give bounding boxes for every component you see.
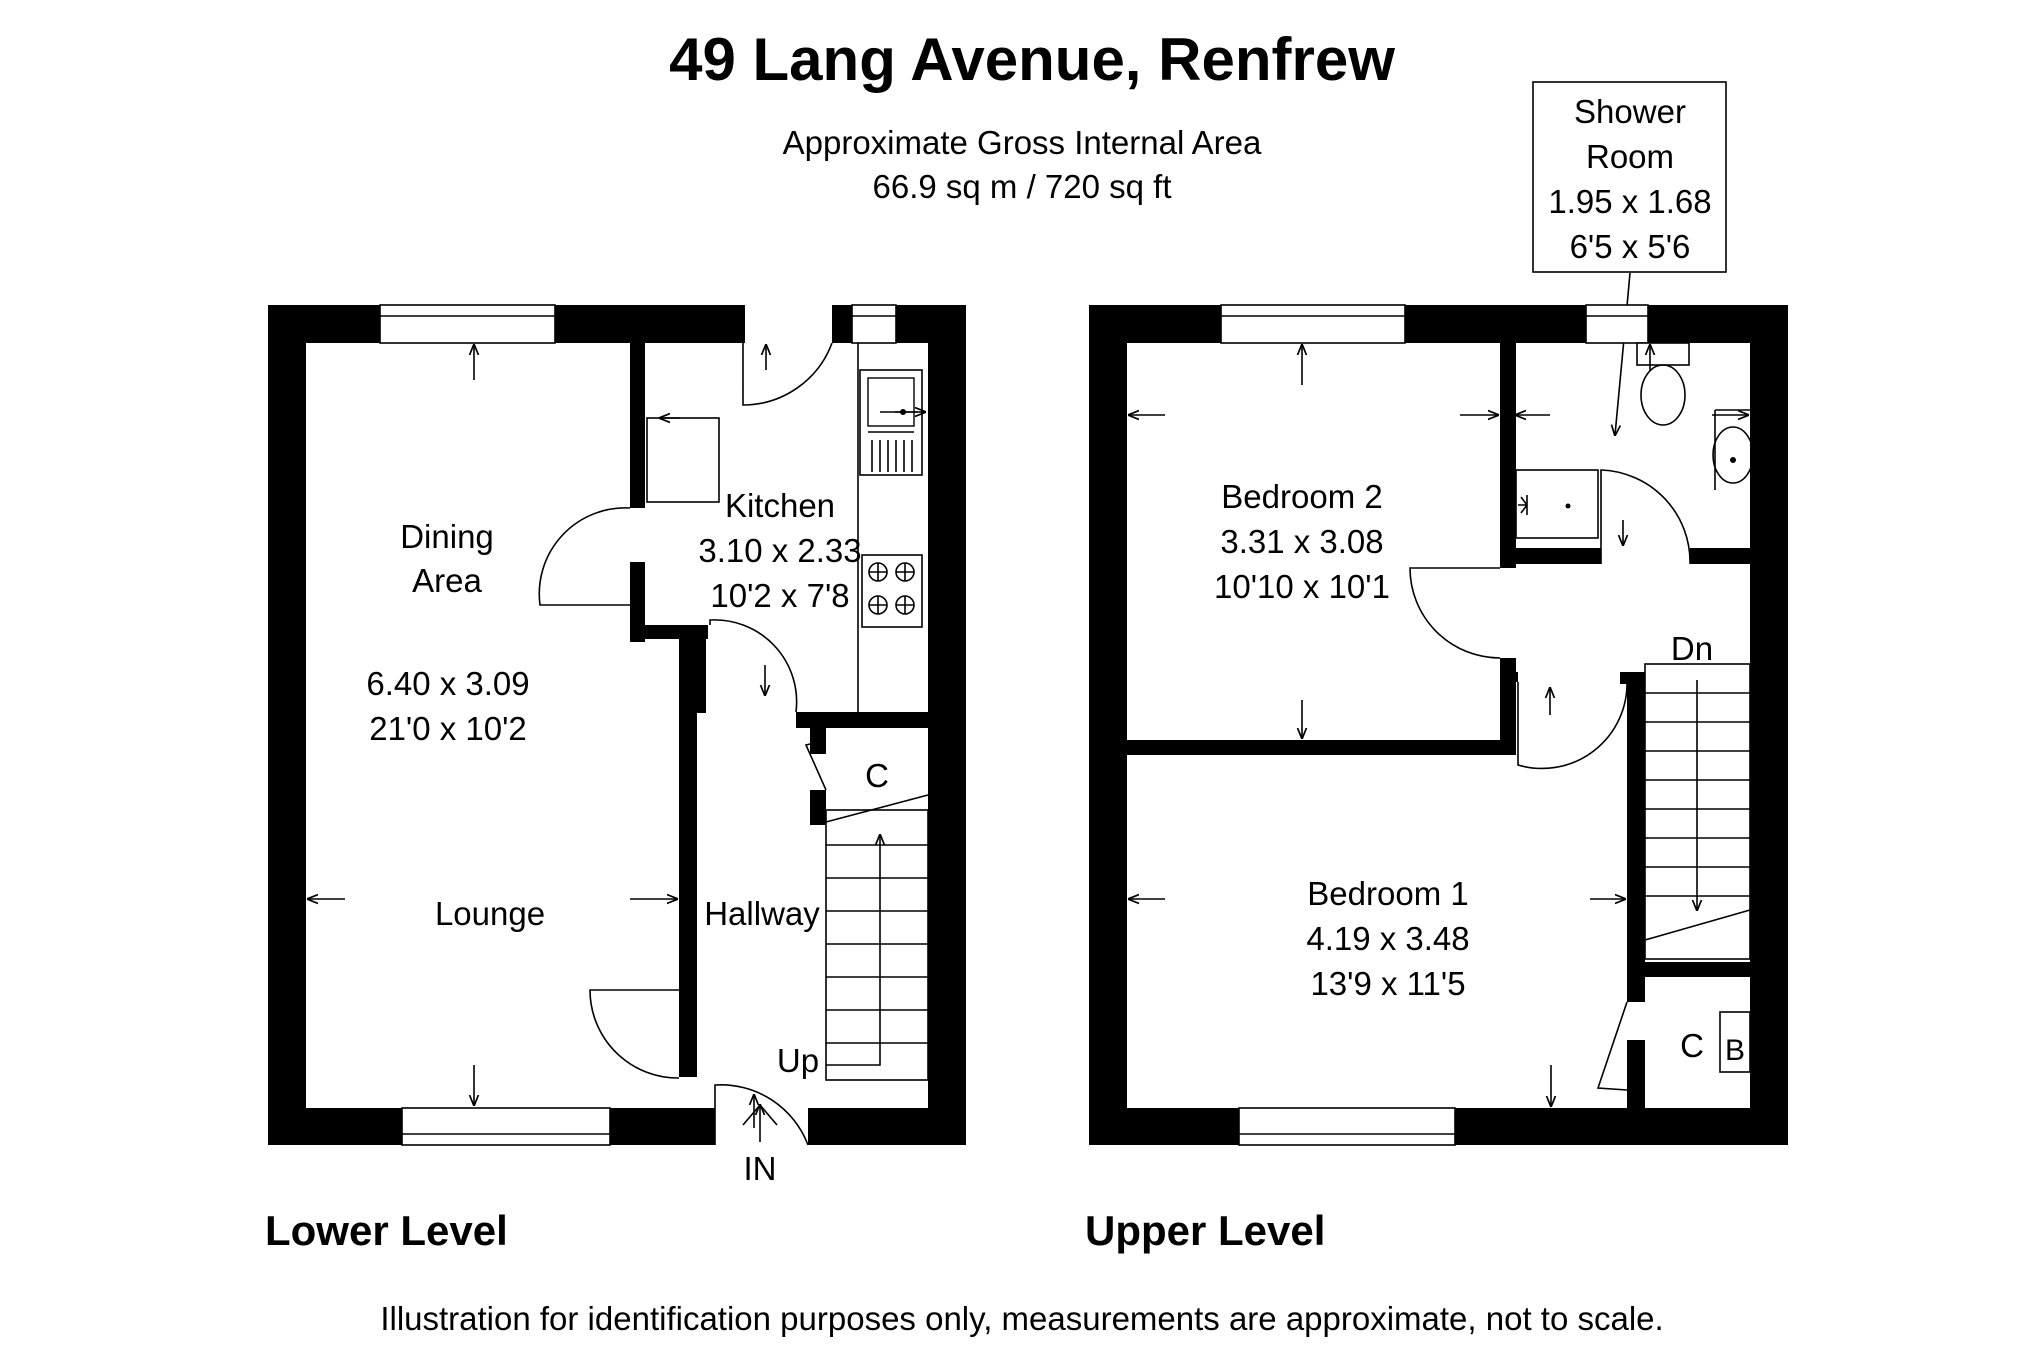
window [1220, 304, 1406, 344]
dining-area-name-line1: Dining [400, 518, 494, 555]
area-value: 66.9 sq m / 720 sq ft [873, 168, 1172, 205]
boiler-label: B [1725, 1034, 1745, 1067]
shower-room-name-line2: Room [1586, 138, 1674, 175]
lower-level-plan: Dining Area 6.40 x 3.09 21'0 x 10'2 Loun… [268, 304, 966, 1187]
window [1585, 304, 1649, 344]
bedroom2-name: Bedroom 2 [1221, 478, 1382, 515]
bedroom2-imperial: 10'10 x 10'1 [1214, 568, 1390, 605]
upper-level-plan: Bedroom 2 3.31 x 3.08 10'10 x 10'1 Bedro… [1089, 304, 1788, 1146]
dining-lounge-imperial: 21'0 x 10'2 [369, 710, 527, 747]
dining-lounge-metric: 6.40 x 3.09 [366, 665, 529, 702]
lounge-name: Lounge [435, 895, 545, 932]
window [1238, 1107, 1456, 1146]
dining-area-name-line2: Area [412, 562, 482, 599]
entrance-label: IN [744, 1150, 777, 1187]
stairs-up-label: Up [777, 1042, 819, 1079]
disclaimer: Illustration for identification purposes… [380, 1300, 1663, 1337]
area-label: Approximate Gross Internal Area [783, 124, 1262, 161]
bedroom1-imperial: 13'9 x 11'5 [1310, 965, 1465, 1002]
stairs-down-label: Dn [1671, 630, 1713, 667]
window [379, 304, 556, 344]
shower-room-imperial: 6'5 x 5'6 [1570, 228, 1691, 265]
plan-title: 49 Lang Avenue, Renfrew [669, 26, 1395, 93]
lower-level-label: Lower Level [265, 1207, 508, 1254]
hallway-name: Hallway [704, 895, 820, 932]
window [401, 1107, 611, 1146]
kitchen-name: Kitchen [725, 487, 835, 524]
shower-room-metric: 1.95 x 1.68 [1548, 183, 1711, 220]
bedroom1-metric: 4.19 x 3.48 [1306, 920, 1469, 957]
upper-cupboard-label: C [1680, 1027, 1704, 1064]
upper-level-label: Upper Level [1085, 1207, 1325, 1254]
shower-room-callout: Shower Room 1.95 x 1.68 6'5 x 5'6 [1532, 81, 1727, 435]
lower-cupboard-label: C [865, 757, 889, 794]
shower-room-name-line1: Shower [1574, 93, 1686, 130]
kitchen-metric: 3.10 x 2.33 [698, 532, 861, 569]
bedroom1-name: Bedroom 1 [1307, 875, 1468, 912]
kitchen-imperial: 10'2 x 7'8 [710, 577, 849, 614]
window [851, 304, 897, 344]
bedroom2-metric: 3.31 x 3.08 [1220, 523, 1383, 560]
